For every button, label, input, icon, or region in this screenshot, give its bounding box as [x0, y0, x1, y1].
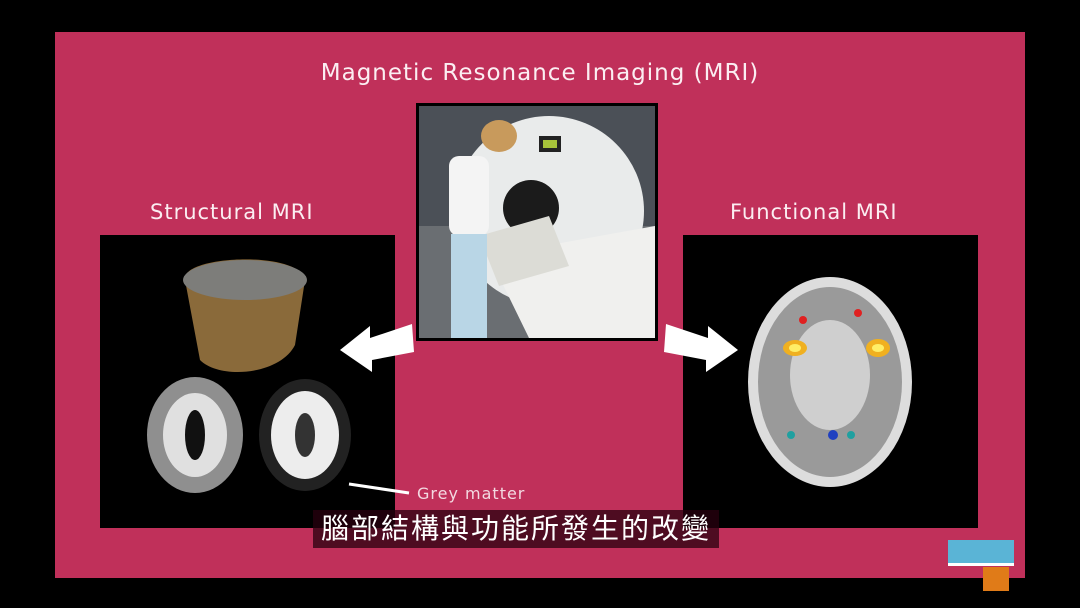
structural-mri-label: Structural MRI	[150, 200, 314, 224]
left-arrow-icon	[340, 324, 414, 372]
video-subtitle: 腦部結構與功能所發生的改變	[313, 510, 720, 548]
grey-matter-label: Grey matter	[417, 484, 526, 503]
functional-mri-panel	[683, 235, 978, 528]
structural-mri-panel	[100, 235, 395, 528]
functional-mri-label: Functional MRI	[730, 200, 898, 224]
mri-scanner-photo	[416, 103, 658, 341]
ucl-logo	[948, 540, 1014, 566]
slide-title: Magnetic Resonance Imaging (MRI)	[320, 60, 760, 86]
channel-badge	[983, 567, 1009, 591]
annotation-line	[348, 482, 410, 495]
right-arrow-icon	[664, 324, 738, 372]
